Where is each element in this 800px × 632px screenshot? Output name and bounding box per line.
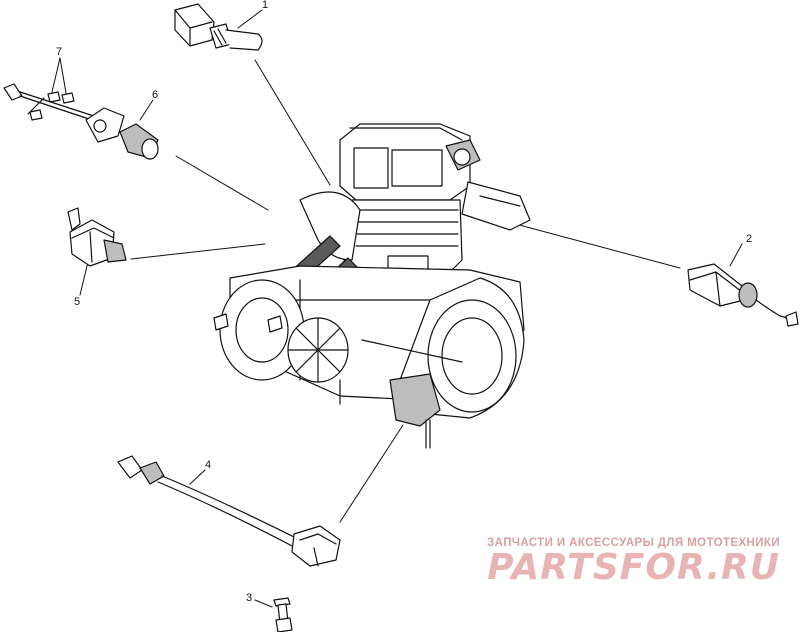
part-2-sensor <box>687 263 799 327</box>
leader-lines <box>51 9 743 608</box>
engine-assembly <box>213 123 531 449</box>
callout-6: 6 <box>152 89 159 101</box>
part-6-sender <box>3 83 159 160</box>
part-3-bolt <box>273 597 293 632</box>
watermark-tagline: ЗАПЧАСТИ И АКСЕССУАРЫ ДЛЯ МОТОТЕХНИКИ <box>487 537 780 549</box>
part-5-switch <box>67 207 127 267</box>
callout-1: 1 <box>262 0 269 11</box>
part-7-screws <box>27 91 75 121</box>
callout-3: 3 <box>246 592 253 604</box>
callout-5: 5 <box>74 296 81 308</box>
part-1-sensor <box>174 3 263 51</box>
callout-7: 7 <box>56 46 63 58</box>
callout-2: 2 <box>746 233 753 245</box>
watermark: ЗАПЧАСТИ И АКСЕССУАРЫ ДЛЯ МОТОТЕХНИКИ PA… <box>487 537 780 588</box>
watermark-brand: PARTSFOR.RU <box>487 547 780 588</box>
part-4-harness <box>117 455 341 567</box>
callout-4: 4 <box>205 459 212 471</box>
